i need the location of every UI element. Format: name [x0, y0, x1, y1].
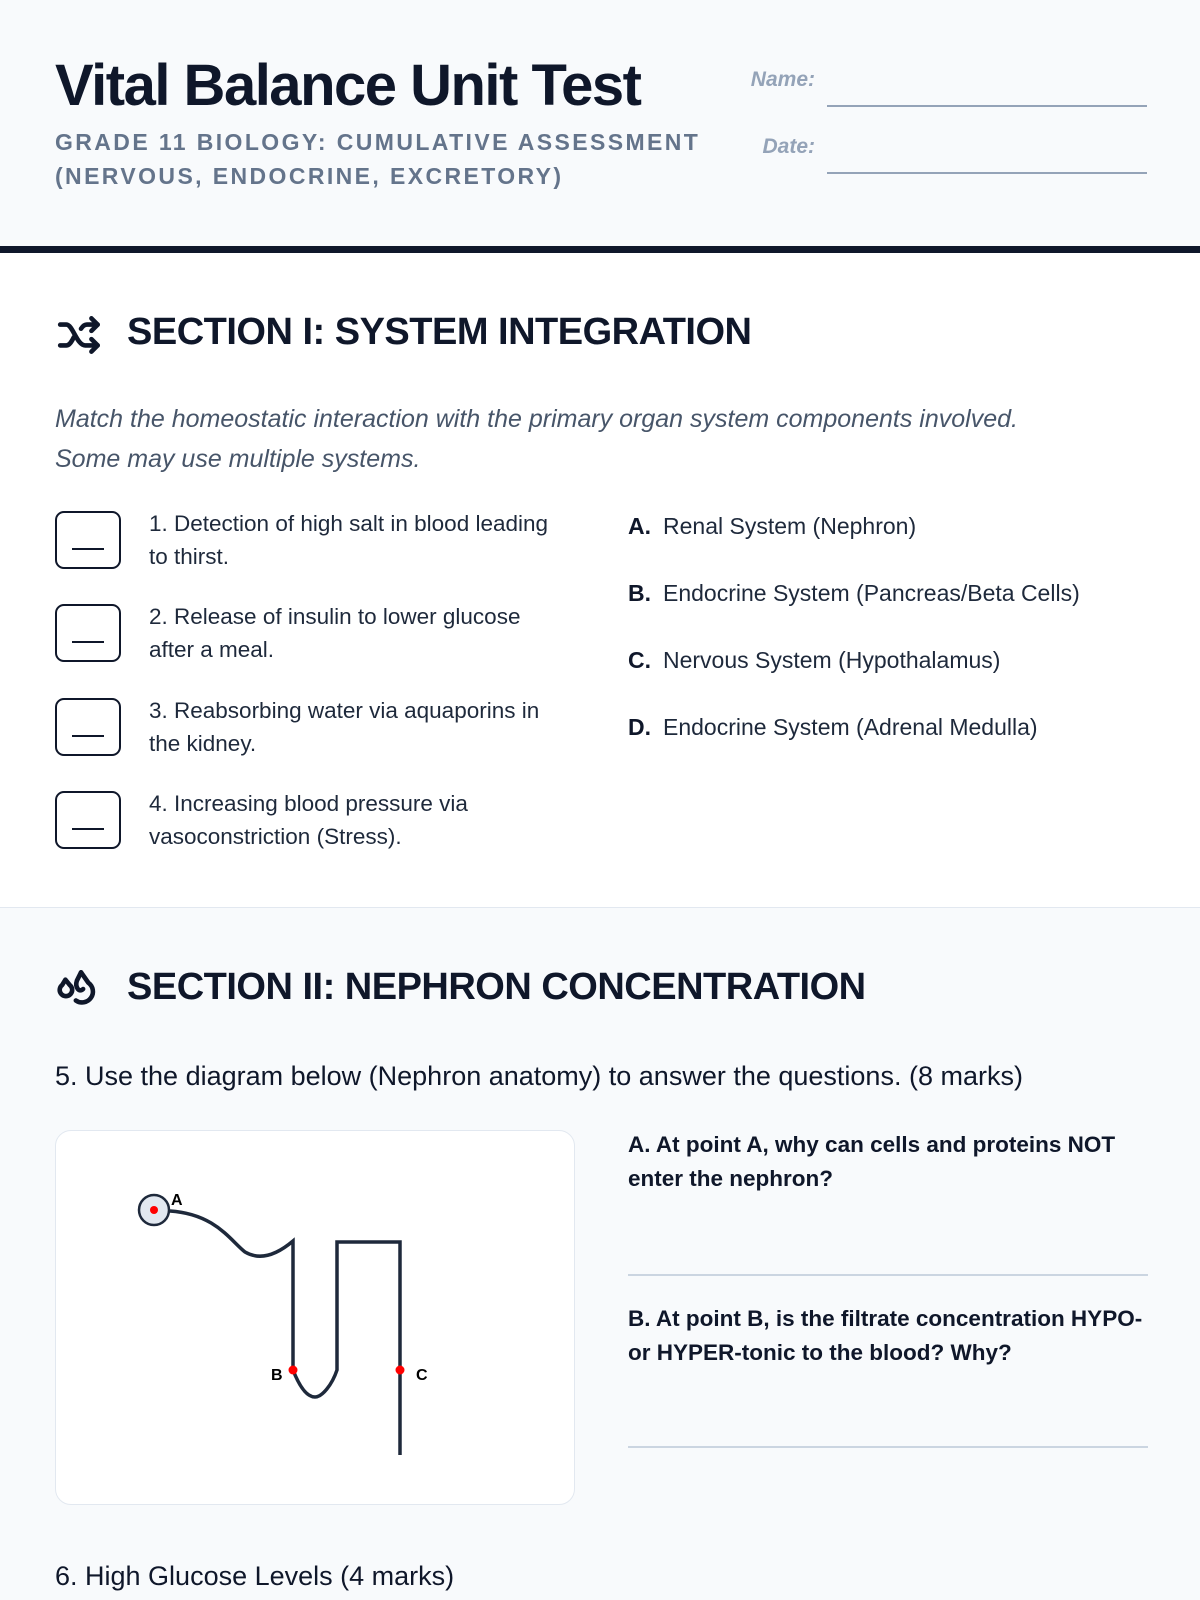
label-c: C	[416, 1367, 428, 1384]
header-divider	[0, 246, 1200, 253]
answer-line-5b[interactable]	[628, 1446, 1148, 1448]
instruction: Some may use multiple systems.	[55, 445, 421, 473]
shuffle-icon	[57, 316, 100, 354]
match-item-1: 1. Detection of high salt in blood leadi…	[149, 511, 549, 569]
section-1	[0, 253, 1200, 908]
point-a-marker	[150, 1206, 158, 1214]
answer-box-4[interactable]	[55, 791, 121, 849]
section-1-heading: SECTION I: SYSTEM INTEGRATION	[127, 311, 752, 353]
name-label: Name:	[750, 68, 815, 91]
nephron-diagram: A B C	[137, 1192, 428, 1455]
option-a: A.Renal System (Nephron)	[628, 513, 917, 539]
nephron-diagram-card	[55, 1130, 575, 1505]
section-2-heading: SECTION II: NEPHRON CONCENTRATION	[127, 966, 866, 1008]
answer-box-3[interactable]	[55, 698, 121, 756]
water-drops-icon	[57, 970, 96, 1005]
option-d: D.Endocrine System (Adrenal Medulla)	[628, 714, 1038, 740]
answer-line-5a[interactable]	[628, 1274, 1148, 1276]
question-5b: B. At point B, is the filtrate concentra…	[628, 1306, 1143, 1365]
point-b-marker	[288, 1365, 298, 1375]
date-label: Date:	[762, 135, 815, 158]
answer-box-2[interactable]	[55, 604, 121, 662]
subtitle: (NERVOUS, ENDOCRINE, EXCRETORY)	[55, 163, 564, 189]
question-5a: A. At point A, why can cells and protein…	[628, 1132, 1116, 1191]
nephron-tubule	[169, 1209, 402, 1455]
header	[0, 0, 1200, 248]
name-field[interactable]	[827, 105, 1147, 107]
option-b: B.Endocrine System (Pancreas/Beta Cells)	[628, 580, 1080, 606]
subtitle: GRADE 11 BIOLOGY: CUMULATIVE ASSESSMENT	[55, 129, 701, 155]
label-b: B	[271, 1367, 283, 1384]
question-6: 6. High Glucose Levels (4 marks)	[55, 1561, 455, 1591]
label-a: A	[171, 1192, 183, 1209]
page-title: Vital Balance Unit Test	[55, 53, 642, 118]
question-5: 5. Use the diagram below (Nephron anatom…	[55, 1061, 1023, 1091]
date-field[interactable]	[827, 172, 1147, 174]
instruction: Match the homeostatic interaction with t…	[55, 405, 1018, 433]
point-c-marker	[395, 1365, 405, 1375]
option-c: C.Nervous System (Hypothalamus)	[628, 647, 1001, 673]
answer-box-1[interactable]	[55, 511, 121, 569]
